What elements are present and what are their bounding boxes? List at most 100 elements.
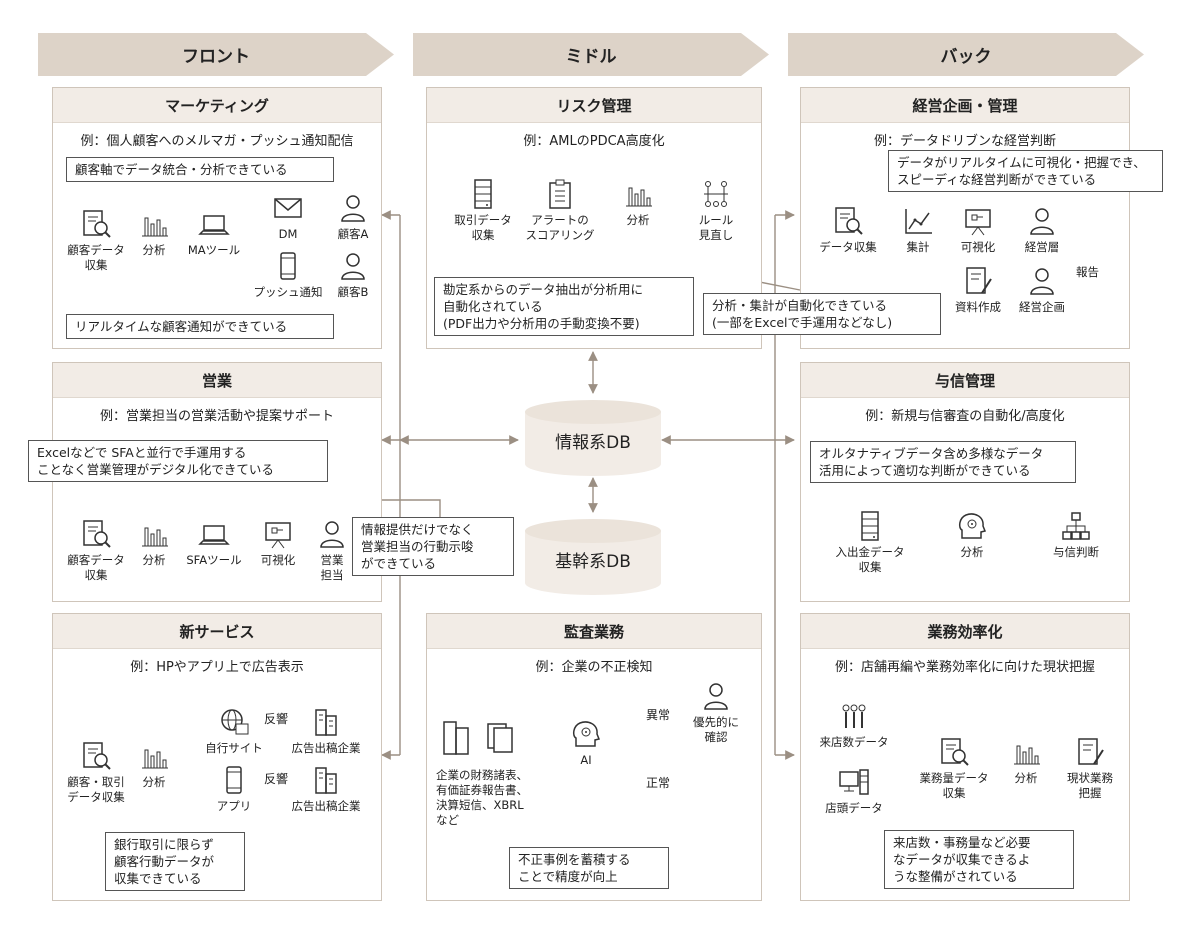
node-sfa-tool: SFAツール — [174, 518, 254, 568]
person-icon — [320, 521, 344, 548]
node-customer-data: 顧客データ 収集 — [56, 518, 136, 583]
node-executives: 経営層 — [1002, 205, 1082, 255]
panel-example: 例：営業担当の営業活動や提案サポート — [99, 409, 334, 424]
document-pen-icon — [966, 267, 992, 294]
node-deposit-data: 入出金データ 収集 — [830, 510, 910, 575]
note-sales-digital: Excelなどで SFAと並行で手運用する ことなく営業管理がデジタル化できてい… — [28, 440, 328, 482]
note-marketing-realtime: リアルタイムな顧客通知ができている — [66, 314, 334, 339]
database-icon — [525, 400, 661, 476]
network-icon — [704, 181, 728, 207]
panel-title: 与信管理 — [801, 363, 1129, 398]
label-response-2: 反響 — [264, 772, 289, 786]
label-response-1: 反響 — [264, 712, 289, 726]
node-visualize: 可視化 — [238, 518, 318, 568]
smartphone-icon — [280, 252, 296, 280]
node-analysis: 分析 — [986, 736, 1066, 786]
person-icon — [704, 683, 728, 710]
label-normal: 正常 — [646, 776, 671, 790]
person-icon — [341, 253, 365, 280]
node-financial-docs: 企業の財務諸表、 有価証券報告書、 決算短信、XBRL など — [436, 718, 528, 828]
node-workload-data: 業務量データ 収集 — [914, 736, 994, 801]
document-search-icon — [835, 207, 863, 235]
presentation-board-icon — [965, 209, 991, 236]
node-analysis: 分析 — [114, 208, 194, 258]
note-risk-automation: 勘定系からのデータ抽出が分析用に 自動化されている (PDF出力や分析用の手動変… — [434, 277, 694, 336]
panel-title: リスク管理 — [427, 88, 761, 123]
server-icon — [474, 179, 492, 209]
label-abnormal: 異常 — [646, 708, 671, 722]
node-analysis: 分析 — [598, 178, 678, 228]
panel-marketing: マーケティング 例：個人顧客へのメルマガ・プッシュ通知配信 — [52, 87, 382, 349]
documents-icon — [443, 721, 513, 755]
note-newsvc-data: 銀行取引に限らず 顧客行動データが 収集できている — [105, 832, 245, 891]
person-icon — [341, 195, 365, 222]
panel-title: 監査業務 — [427, 614, 761, 649]
laptop-icon — [198, 215, 230, 235]
node-report-creation: 資料作成 — [938, 265, 1018, 315]
note-sales-action: 情報提供だけでなく 営業担当の行動示唆 ができている — [352, 517, 514, 576]
node-store-data: 店頭データ — [814, 766, 894, 816]
document-search-icon — [83, 210, 111, 238]
line-chart-icon — [905, 209, 932, 234]
node-rule-review: ルール 見直し — [676, 178, 756, 243]
desktop-computer-icon — [839, 769, 869, 795]
panel-title: 営業 — [53, 363, 381, 398]
node-ma-tool: MAツール — [174, 208, 254, 258]
banner-front: フロント — [38, 33, 394, 76]
panel-example: 例：新規与信審査の自動化/高度化 — [865, 409, 1065, 424]
bar-chart-icon — [142, 527, 168, 547]
node-visitor-data: 来店数データ — [814, 700, 894, 750]
document-search-icon — [83, 520, 111, 548]
node-aggregate: 集計 — [878, 205, 958, 255]
panel-management: 経営企画・管理 例：データドリブンな経営判断 — [800, 87, 1130, 349]
node-dm: DM — [248, 192, 328, 242]
note-mgmt-realtime: データがリアルタイムに可視化・把握でき、 スピーディな経営判断ができている — [888, 150, 1163, 192]
panel-example: 例：企業の不正検知 — [535, 660, 653, 675]
presentation-board-icon — [265, 522, 291, 549]
smartphone-icon — [226, 766, 242, 794]
bar-chart-icon — [1014, 745, 1040, 765]
node-corporate-planning: 経営企画 — [1002, 265, 1082, 315]
server-icon — [861, 511, 879, 541]
laptop-icon — [198, 525, 230, 545]
note-shared-automation: 分析・集計が自動化できている (一部をExcelで手運用などなし) — [703, 293, 941, 335]
panel-title: 経営企画・管理 — [801, 88, 1129, 123]
ai-brain-icon — [958, 513, 987, 539]
globe-icon — [221, 709, 249, 735]
bar-chart-icon — [142, 217, 168, 237]
node-push: プッシュ通知 — [248, 250, 328, 300]
node-analysis: 分析 — [932, 510, 1012, 560]
envelope-icon — [274, 198, 302, 218]
node-customer-a: 顧客A — [313, 192, 393, 242]
node-advertiser-1: 広告出稿企業 — [286, 706, 366, 756]
panel-example: 例：データドリブンな経営判断 — [873, 134, 1056, 149]
node-priority-check: 優先的に 確認 — [676, 680, 756, 745]
note-marketing-integration: 顧客軸でデータ統合・分析できている — [66, 157, 334, 182]
panel-sales: 営業 例：営業担当の営業活動や提案サポート — [52, 362, 382, 602]
node-analysis: 分析 — [114, 740, 194, 790]
building-icon — [315, 767, 337, 794]
label-report: 報告 — [1076, 265, 1099, 279]
person-icon — [1030, 268, 1054, 295]
node-sales-rep: 営業 担当 — [292, 518, 372, 583]
note-eff-collection: 来店数・事務量など必要 なデータが収集できるよ うな整備がされている — [884, 830, 1074, 889]
node-customer-transaction-data: 顧客・取引 データ収集 — [56, 740, 136, 805]
panel-example: 例：AMLのPDCA高度化 — [523, 134, 665, 149]
note-audit-accuracy: 不正事例を蓄積する ことで精度が向上 — [509, 847, 669, 889]
panel-example: 例：HPやアプリ上で広告表示 — [130, 660, 304, 675]
node-data-collection: データ収集 — [808, 205, 888, 255]
document-pen-icon — [1078, 738, 1104, 765]
db-information: 情報系DB — [523, 398, 663, 476]
people-group-icon — [842, 704, 866, 728]
docs-label: 企業の財務諸表、 有価証券報告書、 決算短信、XBRL など — [436, 768, 528, 827]
node-customer-data: 顧客データ 収集 — [56, 208, 136, 273]
building-icon — [315, 709, 337, 736]
banner-back: バック — [788, 33, 1144, 76]
bar-chart-icon — [626, 187, 652, 207]
node-current-state: 現状業務 把握 — [1050, 736, 1130, 801]
node-app: アプリ — [194, 764, 274, 814]
node-credit-judgment: 与信判断 — [1036, 510, 1116, 560]
bar-chart-icon — [142, 749, 168, 769]
node-advertiser-2: 広告出稿企業 — [286, 764, 366, 814]
node-visualize: 可視化 — [938, 205, 1018, 255]
